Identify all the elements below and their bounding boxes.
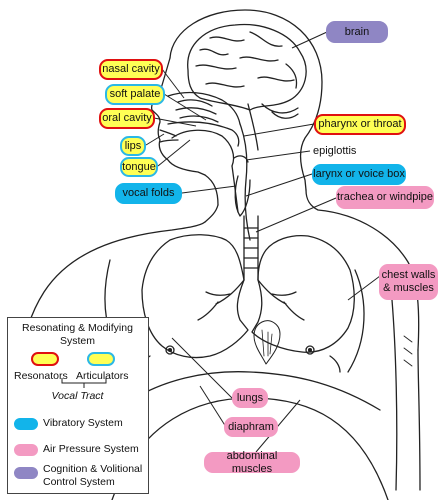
label-tongue: tongue xyxy=(120,157,158,177)
right-lung xyxy=(251,234,355,353)
diaphragm-shape xyxy=(119,371,381,411)
leader-soft-palate xyxy=(163,93,207,121)
legend-swatch-resonators xyxy=(31,352,59,366)
label-vocal-folds: vocal folds xyxy=(115,183,182,204)
leader-nasal xyxy=(161,68,185,99)
neck-front xyxy=(204,204,219,223)
tongue-shape xyxy=(171,129,235,167)
label-oral-cavity: oral cavity xyxy=(99,108,155,129)
label-epiglottis: epiglottis xyxy=(313,145,357,157)
larynx-shape xyxy=(234,175,251,217)
label-lungs: lungs xyxy=(232,388,268,408)
epiglottis-shape xyxy=(233,155,249,163)
legend-vocal-tract: Vocal Tract xyxy=(51,390,104,402)
legend-articulators: Articulators xyxy=(76,370,129,382)
leader-brain xyxy=(291,31,328,49)
brain-shape xyxy=(187,23,307,111)
leader-chest xyxy=(347,275,381,301)
legend-swatch-cognition xyxy=(14,467,38,479)
leader-larynx xyxy=(245,173,313,197)
nasal-passage xyxy=(167,91,241,125)
palate xyxy=(167,121,240,147)
heart xyxy=(253,320,281,365)
label-chest-walls: chest walls & muscles xyxy=(379,264,438,300)
legend-swatch-air-pressure xyxy=(14,444,38,456)
leader-epiglottis xyxy=(245,150,311,161)
head-outline xyxy=(169,9,323,191)
brainstem xyxy=(247,103,259,151)
leader-trachea xyxy=(255,197,337,233)
label-pharynx: pharynx or throat xyxy=(314,114,406,135)
label-soft-palate: soft palate xyxy=(105,84,165,105)
legend-box: Resonating & Modifying System Resonators… xyxy=(7,317,149,494)
left-lung xyxy=(141,234,249,359)
leader-diaphram xyxy=(199,385,227,428)
label-larynx: larynx or voice box xyxy=(312,164,406,185)
label-brain: brain xyxy=(326,21,388,43)
legend-swatch-vibratory xyxy=(14,418,38,430)
leader-abdominal xyxy=(255,399,301,453)
legend-vibratory: Vibratory System xyxy=(43,417,123,429)
pharynx-wall xyxy=(239,123,251,241)
label-abdominal: abdominal muscles xyxy=(204,450,300,475)
legend-resonators: Resonators xyxy=(14,370,68,382)
legend-cognition: Cognition & Volitional Control System xyxy=(43,463,143,488)
label-diaphram: diaphram xyxy=(224,417,278,437)
legend-air-pressure: Air Pressure System xyxy=(43,443,139,455)
leader-pharynx xyxy=(243,123,315,137)
label-lips: lips xyxy=(120,136,146,156)
leader-vocal-folds xyxy=(181,185,237,194)
label-nasal-cavity: nasal cavity xyxy=(99,59,163,80)
leader-lips xyxy=(145,133,165,146)
legend-resonating-title: Resonating & Modifying System xyxy=(22,322,133,347)
legend-swatch-articulators xyxy=(87,352,115,366)
leader-lungs xyxy=(171,337,233,399)
leader-oral xyxy=(153,117,197,127)
legend-bracket xyxy=(61,378,107,388)
leader-tongue xyxy=(157,139,191,167)
label-trachea: trachea or windpipe xyxy=(336,186,434,209)
